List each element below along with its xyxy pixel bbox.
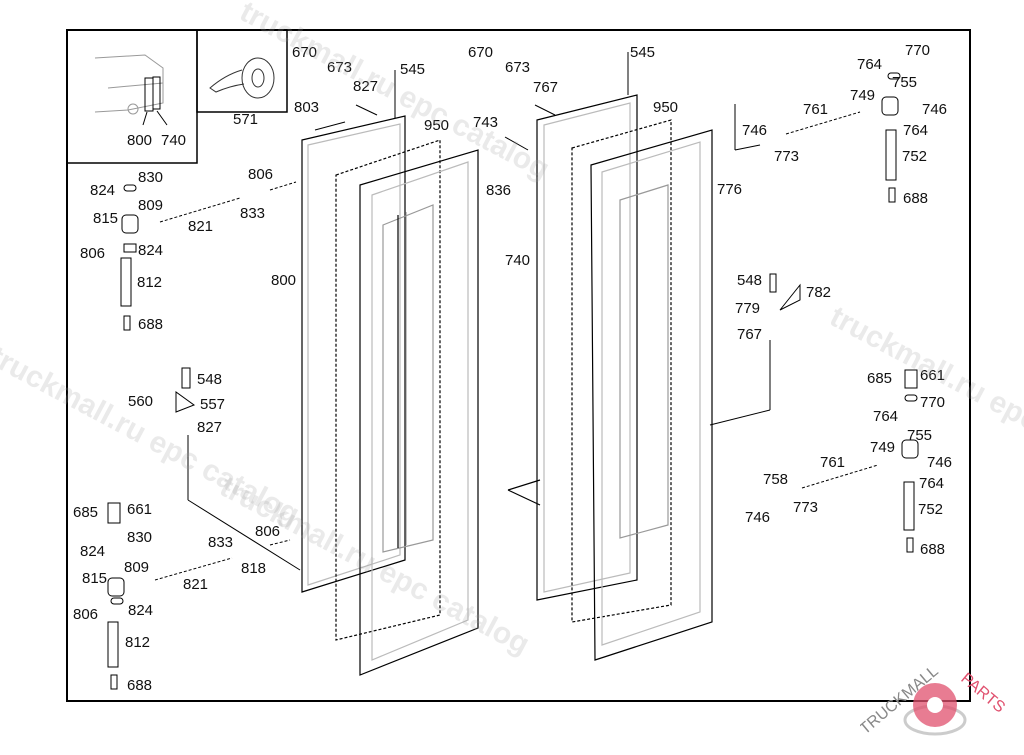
callout: 950 xyxy=(653,99,679,116)
right-door-assembly xyxy=(507,94,713,661)
callout: 545 xyxy=(400,61,426,78)
callout: 548 xyxy=(197,371,223,388)
callout: 824 xyxy=(90,182,116,199)
callout: 685 xyxy=(73,504,99,521)
callout: 806 xyxy=(255,523,281,540)
callout: 746 xyxy=(922,101,948,118)
callout: 764 xyxy=(857,56,883,73)
callout: 809 xyxy=(138,197,164,214)
callout: 809 xyxy=(124,559,150,576)
callout: 661 xyxy=(127,501,153,518)
callout: 827 xyxy=(353,78,379,95)
callout: 752 xyxy=(918,501,944,518)
seal-950 xyxy=(335,139,441,641)
callout: 764 xyxy=(919,475,945,492)
door-panel-776 xyxy=(590,129,713,661)
gear-logo-icon: TRUCKMALL PARTS xyxy=(857,663,1008,738)
callout: 545 xyxy=(630,44,656,61)
callout: 773 xyxy=(793,499,819,516)
callout: 800 xyxy=(271,272,297,289)
callout: 764 xyxy=(903,122,929,139)
callout: 830 xyxy=(138,169,164,186)
callout: 812 xyxy=(125,634,151,651)
truckmallparts-logo: TRUCKMALL PARTS xyxy=(857,660,1020,750)
callout: 548 xyxy=(737,272,763,289)
hardware-parts xyxy=(107,72,919,690)
callout: 673 xyxy=(505,59,531,76)
callout: 950 xyxy=(424,117,450,134)
callout: 803 xyxy=(294,99,320,116)
diagram-frame xyxy=(66,29,971,702)
callout: 770 xyxy=(920,394,946,411)
callout: 752 xyxy=(902,148,928,165)
leader-lines xyxy=(154,52,879,581)
inset-label-571: 571 xyxy=(233,111,259,128)
callout: 755 xyxy=(892,74,918,91)
callout: 560 xyxy=(128,393,154,410)
callout: 557 xyxy=(200,396,226,413)
callout: 746 xyxy=(742,122,768,139)
callout: 688 xyxy=(920,541,946,558)
callout: 830 xyxy=(127,529,153,546)
inset-right-frame xyxy=(196,29,288,113)
door-frame-800 xyxy=(301,115,406,593)
callout: 767 xyxy=(533,79,559,96)
callout: 688 xyxy=(903,190,929,207)
callout: 824 xyxy=(80,543,106,560)
callout: 670 xyxy=(468,44,494,61)
callout: 770 xyxy=(905,42,931,59)
callout: 821 xyxy=(183,576,209,593)
callout: 806 xyxy=(73,606,99,623)
callout: 749 xyxy=(870,439,896,456)
tape-roll-drawing xyxy=(209,57,275,99)
callout: 815 xyxy=(93,210,119,227)
callout: 818 xyxy=(241,560,267,577)
seal-950-right xyxy=(571,119,672,623)
callout: 740 xyxy=(505,252,531,269)
callout: 815 xyxy=(82,570,108,587)
callout: 776 xyxy=(717,181,743,198)
callout: 779 xyxy=(735,300,761,317)
callout: 812 xyxy=(137,274,163,291)
callout: 755 xyxy=(907,427,933,444)
callout: 673 xyxy=(327,59,353,76)
callout: 685 xyxy=(867,370,893,387)
callout: 833 xyxy=(240,205,266,222)
inset-label-800: 800 xyxy=(127,132,153,149)
callout: 688 xyxy=(127,677,153,694)
left-door-assembly xyxy=(301,115,479,676)
logo-text-parts: PARTS xyxy=(957,670,1008,716)
callout: 806 xyxy=(80,245,106,262)
truck-inset-drawing xyxy=(94,54,168,126)
callout: 758 xyxy=(763,471,789,488)
callout: 824 xyxy=(128,602,154,619)
callout: 782 xyxy=(806,284,832,301)
callout: 670 xyxy=(292,44,318,61)
callout: 688 xyxy=(138,316,164,333)
callout: 773 xyxy=(774,148,800,165)
callout: 743 xyxy=(473,114,499,131)
callout: 824 xyxy=(138,242,164,259)
callout: 746 xyxy=(745,509,771,526)
callout: 827 xyxy=(197,419,223,436)
door-frame-740 xyxy=(536,94,638,601)
callout: 746 xyxy=(927,454,953,471)
inset-label-740: 740 xyxy=(161,132,187,149)
callout: 761 xyxy=(803,101,829,118)
callout: 764 xyxy=(873,408,899,425)
callout: 836 xyxy=(486,182,512,199)
callout: 749 xyxy=(850,87,876,104)
callout: 661 xyxy=(920,367,946,384)
callout: 767 xyxy=(737,326,763,343)
callout: 761 xyxy=(820,454,846,471)
callout: 806 xyxy=(248,166,274,183)
door-panel-836 xyxy=(359,149,479,676)
callout: 833 xyxy=(208,534,234,551)
callout: 821 xyxy=(188,218,214,235)
